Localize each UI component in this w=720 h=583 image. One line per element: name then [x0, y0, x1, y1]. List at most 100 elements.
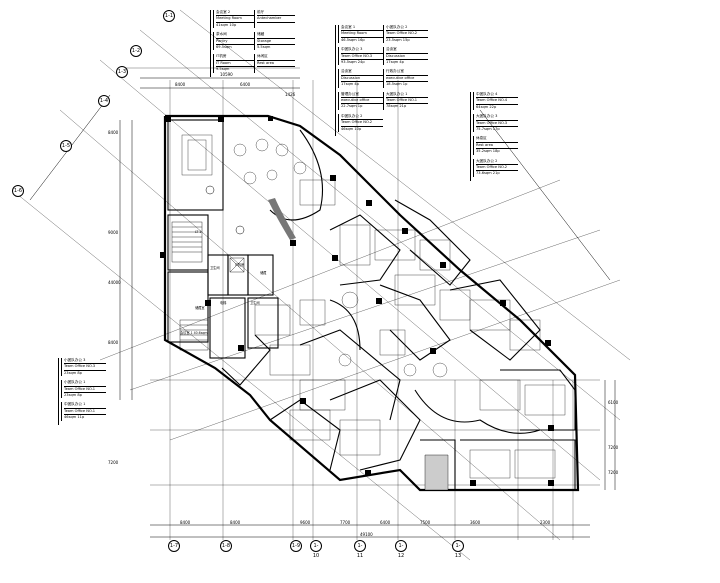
room-tag: 卫生间	[250, 301, 260, 305]
grid-axis-bubble: 1-3	[116, 66, 128, 78]
legend-area: 22.7sqm 1p	[341, 104, 363, 109]
legend-zh: 储藏	[257, 32, 295, 39]
legend-zh: 茶水间	[216, 32, 254, 39]
columns	[160, 116, 554, 486]
legend-zh: 中团队办公 1	[64, 402, 106, 409]
dim-label-right: 7200	[608, 470, 619, 475]
legend-en: Storage	[257, 39, 295, 46]
legend-en: executive office	[341, 98, 383, 105]
legend-area: 73.6sqm 21p	[476, 171, 500, 176]
dim-label-top: 10590	[220, 72, 233, 77]
legend-en: Team Office NO.3	[341, 54, 383, 61]
legend-area: 46sqm 11p	[64, 415, 85, 420]
legend-en: Team Office NO.2	[341, 120, 383, 127]
dim-label-bottom: 3600	[470, 520, 481, 525]
stairs	[171, 221, 449, 491]
legend-area: 17sqm 4p	[341, 82, 359, 87]
legend-area: 46.5sqm 16p	[341, 37, 365, 42]
legend-area: 23.5sqm 15p	[386, 37, 410, 42]
feature-wall	[268, 198, 296, 240]
inner-walls	[167, 119, 576, 491]
legend-area: 17sqm 4p	[386, 60, 404, 65]
room-tag: IT机房	[235, 263, 245, 267]
dim-label-bottom: 8400	[180, 520, 191, 525]
legend-area: 93.5sqm 24p	[341, 60, 365, 65]
legend-zh: 大团队办公 1	[386, 92, 428, 99]
legend-zh: 休息区	[476, 136, 518, 143]
legend-zh: 大团队办公 2	[476, 159, 518, 166]
legend-en: Meeting Room	[341, 31, 383, 38]
legend-en: Team Office NO.3	[64, 364, 106, 371]
legend-zh: 小团队办公 1	[64, 380, 106, 387]
legend-en: Discussion	[386, 54, 428, 61]
legend-area: 78sqm 21p	[386, 104, 407, 109]
legend-zh: 管理办公室	[341, 92, 383, 99]
dim-label-left: 9000	[108, 230, 119, 235]
dim-label-left: 7200	[108, 460, 119, 465]
room-tag: 储藏室	[195, 306, 205, 310]
furniture	[181, 134, 566, 479]
room-tag: 会议室 1 40.6sqm	[180, 331, 208, 335]
legend-area: 46sqm 10p	[341, 126, 362, 131]
legend-en: Discussion	[341, 76, 383, 83]
legend-en: Team Office NO.4	[476, 98, 518, 105]
dim-label-bottom: 7700	[340, 520, 351, 525]
legend-zh: 大团队办公 3	[476, 114, 518, 121]
legend-zh: 洽谈室	[386, 47, 428, 54]
legend-zh: 中团队办公 2	[341, 114, 383, 121]
grid-axis-bubble: 1-2	[130, 45, 142, 57]
legend-zh: 中团队办公 4	[476, 92, 518, 99]
legend-area: 69.5sqm	[216, 45, 232, 50]
legend-area: 64sqm 22p	[476, 104, 497, 109]
legend-area: 41sqm 10p	[216, 22, 237, 27]
legend-en: Team Office NO.1	[386, 98, 428, 105]
dim-label-total: 49100	[360, 532, 373, 537]
legend-zh: 会议室 2	[216, 10, 254, 17]
section-marks	[205, 185, 245, 235]
legend-zh: 行政办公室	[386, 69, 428, 76]
legend-en: Meeting Room	[216, 16, 254, 23]
legend-en: Antechamber	[257, 16, 295, 23]
legend-en: Rest area	[257, 61, 295, 68]
dim-label-bottom: 2300	[540, 520, 551, 525]
legend-zh: 休闲区	[257, 54, 295, 61]
legend-zh: 小团队办公 3	[64, 358, 106, 365]
dim-label-bottom: 7500	[420, 520, 431, 525]
grid-axis-bubble: 1-6	[12, 185, 24, 197]
legend-area: 9.5sqm	[216, 67, 230, 72]
grid-axis-bubble: 1-8	[220, 540, 232, 552]
legend-zh: 会议室 1	[341, 25, 383, 32]
grid-axis-bubble: 1-9	[290, 540, 302, 552]
grid-axis-bubble: 1-11	[354, 540, 366, 559]
room-tag: 储藏	[260, 271, 267, 275]
legend-zh: IT机房	[216, 54, 254, 61]
legend-en: Team Office NO.1	[64, 409, 106, 416]
legend-area: 35.2sqm 18p	[476, 149, 500, 154]
dim-label-top: 1426	[285, 92, 296, 97]
legend-en: Rest area	[476, 143, 518, 150]
legend-zh: 小团队办公 2	[386, 25, 428, 32]
legend-en: Team Office NO.2	[386, 31, 428, 38]
dim-label-right: 7200	[608, 445, 619, 450]
outer-walls	[163, 114, 580, 492]
legend-zh: 前厅	[257, 10, 295, 17]
